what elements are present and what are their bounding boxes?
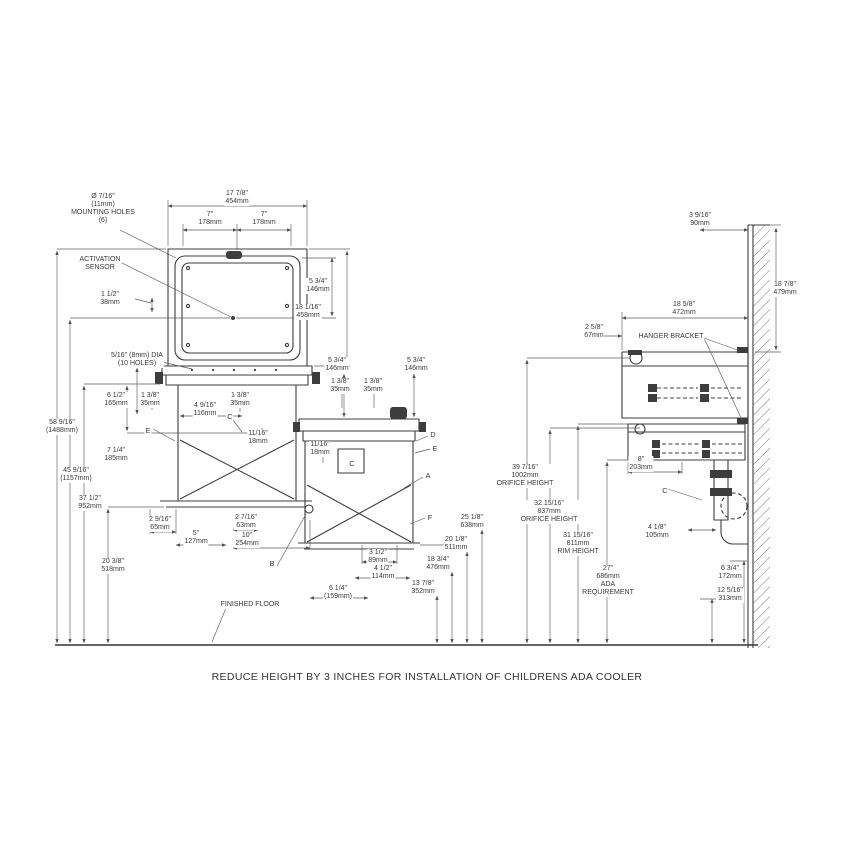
bubbler-icon [390,407,407,419]
hanger-bracket [737,418,748,424]
letter-e-right: E [431,444,439,454]
drain-circle [304,504,314,514]
dim-5-3-4-mid-right: 5 3/4"146mm [403,357,429,374]
dim-4-1-2: 4 1/2"114mm [370,565,396,582]
letter-c-mid: C [348,459,356,469]
dim-13-7-8: 13 7/8"352mm [410,580,436,597]
dim-6-1-4: 6 1/4"(159mm) [322,585,354,602]
sensor-dot [231,316,235,320]
dim-12-5-16: 12 5/16"313mm [716,587,744,604]
letter-b: B [268,559,276,569]
side-view-outline [55,224,770,648]
hanger-bracket [737,347,748,353]
dim-18-5-8: 18 5/8"472mm [671,301,697,318]
dim-2-5-8: 2 5/8"67mm [583,324,605,341]
dim-6-3-4: 6 3/4"172mm [717,565,743,582]
dim-11-16-a: 11/16"18mm [247,430,269,447]
dim-5in: 5"127mm [183,530,209,547]
wall-hatch [753,225,770,648]
dim-1-1-2: 1 1/2"38mm [99,291,121,308]
dim-18-7-8: 18 7/8"479mm [772,281,798,298]
dim-3-9-16: 3 9/16"90mm [688,212,712,229]
letter-e-left: E [144,426,152,436]
holes-note: 5/16" (8mm) DIA(10 HOLES) [110,352,164,369]
dim-1-3-8-b: 1 3/8"35mm [229,392,251,409]
front-view-outline [155,248,426,550]
dim-25-1-8: 25 1/8"638mm [459,514,485,531]
dim-overall-width: 17 7/8"454mm [224,190,250,207]
bubbler-icon [226,251,242,259]
dim-4-1-8: 4 1/8"105mm [644,524,670,541]
letter-d: D [429,430,437,440]
dim-58-9-16: 58 9/16"(1488mm) [45,419,79,436]
footer-note: REDUCE HEIGHT BY 3 INCHES FOR INSTALLATI… [211,671,643,683]
dim-18-1-16: 18 1/16"458mm [294,304,322,321]
dim-4-9-16: 4 9/16"116mm [192,402,218,419]
dim-2-7-16: 2 7/16"63mm [234,514,258,531]
dim-3-1-2: 3 1/2"89mm [367,549,389,566]
dim-1-3-8-d: 1 3/8"35mm [362,378,384,395]
dim-1-3-8-c: 1 3/8"35mm [329,378,351,395]
finished-floor-note: FINISHED FLOOR [219,601,281,610]
dim-10in: 10"254mm [234,532,260,549]
letter-c-side: C [661,486,669,496]
dim-5-3-4-mid-left: 5 3/4"146mm [324,357,350,374]
dim-5-3-4-upper: 5 3/4"146mm [305,278,331,295]
letter-a: A [424,471,432,481]
dim-7in-right: 7"178mm [251,211,277,228]
dim-6-1-2: 6 1/2"165mm [103,392,129,409]
letter-f: F [426,513,434,523]
dim-7in-left: 7"178mm [197,211,223,228]
dim-20-3-8: 20 3/8"518mm [100,558,126,575]
dim-2-9-16: 2 9/16"65mm [148,516,172,533]
dim-45-9-16: 45 9/16"(1157mm) [59,467,93,484]
bubbler-icon [634,423,646,435]
dim-11-16-b: 11/16"18mm [309,441,331,458]
dim-20-1-8: 20 1/8"511mm [443,536,469,553]
dim-1-3-8-a: 1 3/8"35mm [139,392,161,409]
letter-c-upper: C [226,412,234,422]
hanger-bracket-note: HANGER BRACKET [637,333,705,342]
dim-18-3-4: 18 3/4"476mm [425,556,451,573]
dim-8in: 8"203mm [628,456,654,473]
dim-7-1-4: 7 1/4"185mm [103,447,129,464]
mounting-holes-note: Ø 7/16"(11mm)MOUNTING HOLES(6) [70,193,136,226]
dim-37-1-2: 37 1/2"952mm [77,495,103,512]
